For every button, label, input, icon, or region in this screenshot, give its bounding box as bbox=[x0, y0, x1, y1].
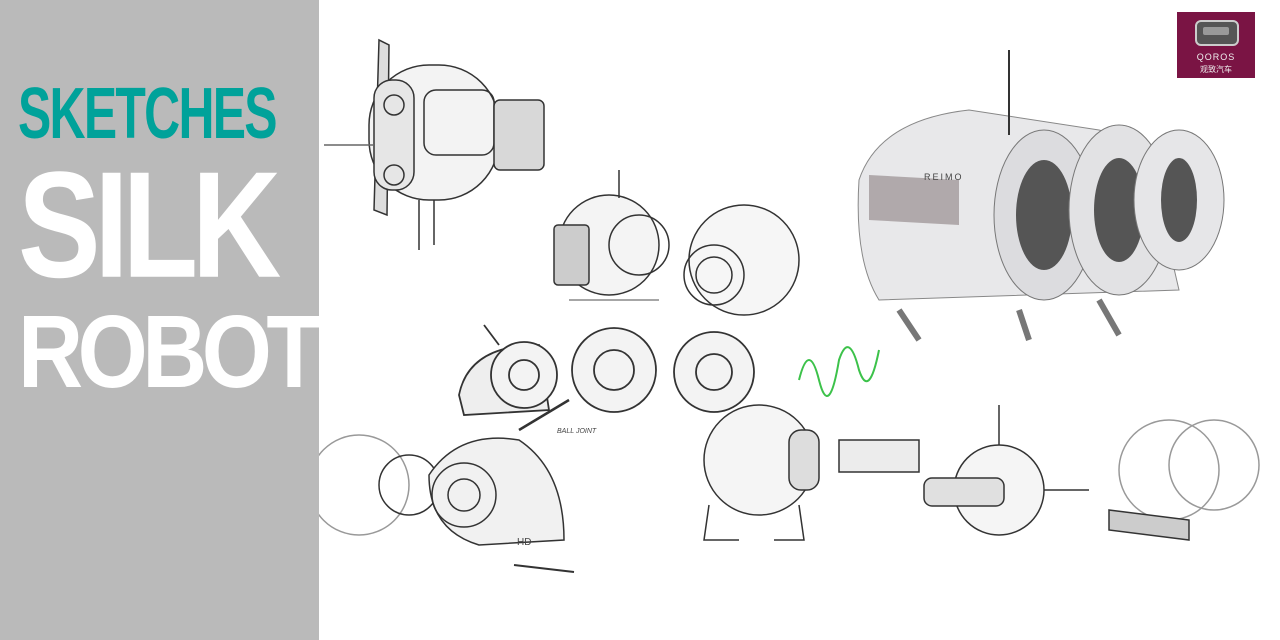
qoros-logo-icon bbox=[1195, 20, 1239, 46]
robot-sketch-small bbox=[553, 170, 670, 301]
title-sketches: SKETCHES bbox=[18, 73, 278, 155]
title-panel: SKETCHES SILK ROBOT bbox=[0, 0, 321, 640]
logo-brand: QOROS bbox=[1196, 52, 1236, 62]
robot-sketch-segmented bbox=[458, 324, 755, 416]
robot-sketches-illustration bbox=[319, 38, 1260, 573]
sketch-canvas: BALL JOINT REIMO HD bbox=[319, 0, 1280, 640]
robot-sketch-front-view bbox=[324, 38, 545, 250]
title-robot: ROBOT bbox=[18, 293, 321, 410]
robot-sketch-bottom-left bbox=[319, 398, 575, 573]
label-model-badge: REIMO bbox=[924, 172, 964, 182]
label-hd: HD bbox=[517, 537, 532, 548]
robot-render-rendered bbox=[798, 50, 1225, 397]
robot-sketch-sphere bbox=[683, 204, 800, 316]
qoros-logo: QOROS 观致汽车 bbox=[1177, 12, 1255, 78]
robot-sketch-bottom-right bbox=[923, 405, 1260, 541]
title-silk: SILK bbox=[18, 141, 281, 310]
logo-chinese: 观致汽车 bbox=[1200, 65, 1232, 74]
label-ball-joint: BALL JOINT bbox=[557, 428, 597, 435]
robot-sketch-bottom-middle bbox=[703, 404, 920, 541]
